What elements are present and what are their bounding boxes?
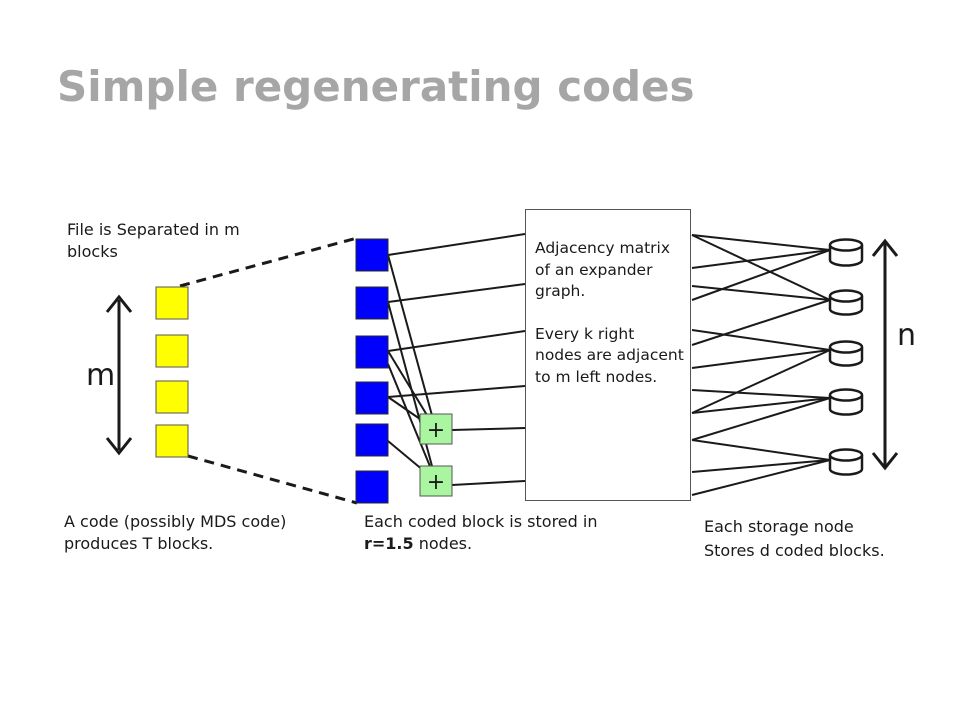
code-caption: A code (possibly MDS code) produces T bl… [64, 512, 287, 553]
n-arrow [871, 238, 899, 471]
file-block [155, 380, 189, 414]
cylinder-database-icon [828, 388, 864, 416]
dashed-expansion-top [179, 236, 358, 288]
xor-nodes: + + [419, 413, 453, 497]
coded-block [355, 335, 389, 369]
file-blocks [155, 286, 189, 458]
xor-plus-symbol: + [427, 470, 445, 495]
matrix-to-storage-edges [691, 234, 831, 496]
n-label: n [897, 318, 917, 353]
matrix-property: Every k right nodes are adjacent to m le… [535, 324, 684, 386]
replication-factor: r=1.5 [364, 534, 414, 553]
slide-title: Simple regenerating codes [57, 62, 695, 111]
stored-caption: Each coded block is stored in r=1.5 node… [364, 511, 604, 555]
file-block [155, 424, 189, 458]
file-block [155, 334, 189, 368]
stored-caption-pre: Each coded block is stored in [364, 512, 598, 531]
dashed-expansion-bottom [187, 454, 358, 505]
storage-caption: Each storage node Stores d coded blocks. [704, 517, 885, 560]
file-block [155, 286, 189, 320]
cylinder-database-icon [828, 340, 864, 367]
coded-block [355, 470, 389, 504]
cylinder-database-icon [828, 289, 864, 316]
coded-block [355, 381, 389, 415]
m-arrow [105, 294, 133, 456]
xor-node [419, 465, 453, 497]
coded-to-matrix-edges [387, 233, 526, 486]
coded-block [355, 423, 389, 457]
stored-caption-post: nodes. [413, 534, 473, 553]
cylinder-database-icon [828, 448, 864, 476]
file-separation-caption: File is Separated in m blocks [67, 220, 240, 261]
cylinder-database-icon [828, 238, 864, 267]
coded-block [355, 238, 389, 272]
xor-plus-symbol: + [427, 418, 445, 443]
coded-blocks [355, 238, 389, 504]
coded-block [355, 286, 389, 320]
matrix-description: Adjacency matrix of an expander graph. [535, 239, 671, 300]
adjacency-matrix-text: Adjacency matrix of an expander graph. E… [535, 238, 685, 388]
storage-nodes [828, 238, 864, 476]
xor-node [419, 413, 453, 445]
m-label: m [86, 358, 116, 393]
coded-to-xor-edges [387, 254, 437, 482]
adjacency-matrix-box [525, 209, 691, 501]
